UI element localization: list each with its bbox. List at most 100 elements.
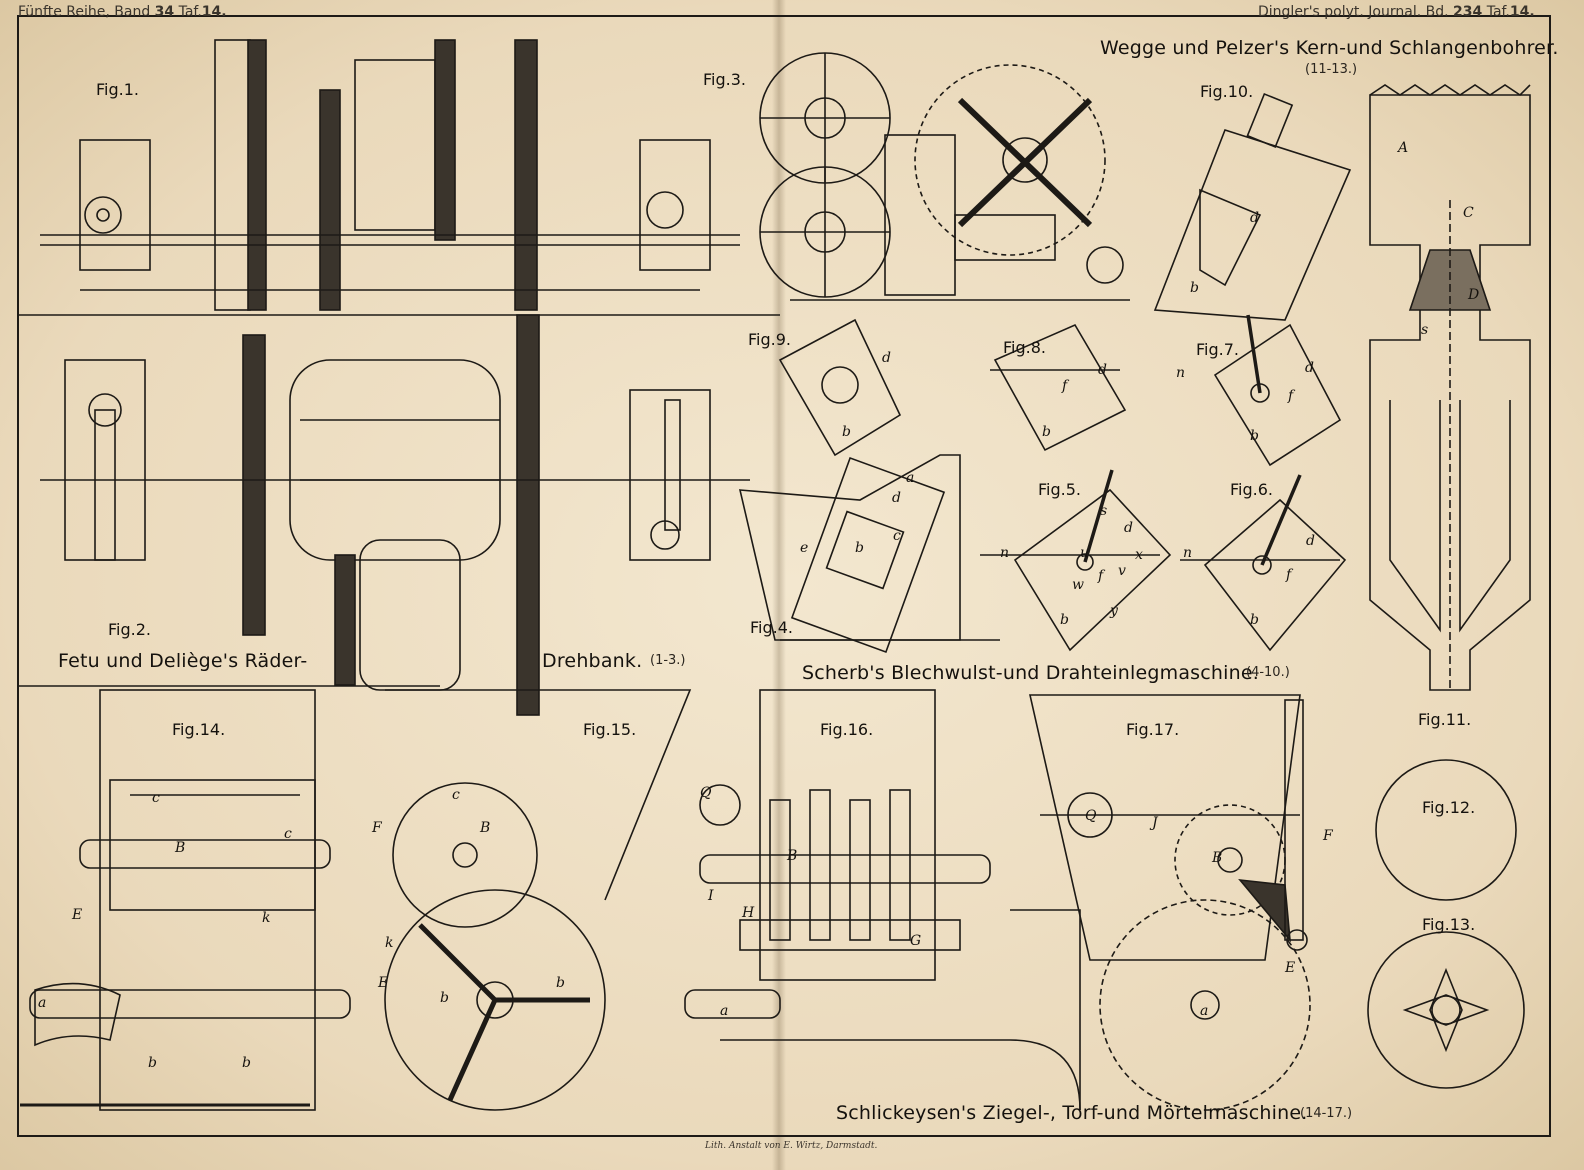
fig1-label: Fig.1. [96,80,139,99]
label-I-fig16: I [708,888,714,904]
label-n-fig7: n [1176,365,1186,381]
fig11-label: Fig.11. [1418,710,1472,729]
label-F-fig17: F [1323,828,1333,844]
label-c2-fig14: c [284,826,292,842]
label-x-fig5: x [1135,547,1143,563]
label-u-fig5: u [1080,545,1090,561]
label-f-fig5: f [1098,568,1104,584]
label-a-fig16: a [720,1003,729,1019]
left-taf-label: Taf. [178,4,202,20]
label-w-fig5: w [1072,577,1084,593]
fig15-drawing [384,689,692,1111]
label-d-fig4: d [892,490,901,506]
fig11-drawing [1369,84,1531,691]
left-band-number: 34 [154,4,175,20]
label-f-fig8: f [1062,378,1068,394]
fig12-13-drawings [1367,759,1525,1089]
fig3-label: Fig.3. [703,70,746,89]
page-fold [772,0,786,1170]
label-b-fig7: b [1250,428,1259,444]
journal-label: Dingler's polyt. Journal. Bd. [1258,4,1449,20]
label-d-fig9: d [882,350,891,366]
label-b-fig9: b [842,424,851,440]
label-k-fig14: k [262,910,271,926]
fig4-label: Fig.4. [750,618,793,637]
label-B-fig17: B [1212,850,1223,866]
fig6-label: Fig.6. [1230,480,1273,499]
label-F-fig15: F [372,820,382,836]
label-b2-fig15: b [556,975,565,991]
title-scherb: Scherb's Blechwulst-und Drahteinlegmasch… [802,662,1260,684]
lithograph-imprint: Lith. Anstalt von E. Wirtz, Darmstadt. [705,1141,878,1151]
label-C: C [1463,205,1474,221]
title-schlickeysen: Schlickeysen's Ziegel-, Torf-und Mörtelm… [836,1102,1308,1124]
fig4-drawing [738,454,1000,654]
label-E-fig17: E [1285,960,1296,976]
label-a-fig14: a [38,995,47,1011]
label-f-fig7: f [1288,388,1294,404]
fig2-drawing [40,314,750,716]
fig14-label: Fig.14. [172,720,226,739]
title-drehbank: Drehbank. [542,650,643,672]
label-f-fig6: f [1286,567,1292,583]
range-scherb: (4-10.) [1246,665,1290,680]
label-b-fig6: b [1250,612,1259,628]
range-drehbank: (1-3.) [650,653,686,668]
label-b-fig10: b [1190,280,1199,296]
label-d-fig7: d [1305,360,1314,376]
fig17-drawing [1028,694,1311,1111]
title-fetu: Fetu und Deliège's Räder- [58,650,308,672]
label-E-fig14: E [72,907,83,923]
label-b2-fig14: b [242,1055,251,1071]
label-y-fig5: y [1110,603,1118,619]
label-c-fig14: c [152,790,160,806]
right-taf-number: 14. [1509,4,1535,20]
label-d-fig8: d [1098,362,1107,378]
fig14-drawing [20,689,351,1111]
title-wegge: Wegge und Pelzer's Kern-und Schlangenboh… [1100,37,1559,59]
label-E-fig15: E [378,975,389,991]
fig15-label: Fig.15. [583,720,637,739]
fig16-drawing [684,689,1081,1111]
fig5-9-drawings [778,314,1347,652]
label-J-fig17: J [1152,815,1158,831]
label-k-fig15: k [385,935,394,951]
fig13-label: Fig.13. [1422,915,1476,934]
range-schlickeysen: (14-17.) [1300,1106,1353,1121]
label-n-fig5: n [1000,545,1010,561]
label-s-fig11: s [1421,322,1429,338]
fig3-drawing [759,52,1130,301]
label-B-fig14: B [175,840,186,856]
right-page-header: Dingler's polyt. Journal. Bd. 234 Taf.14… [1258,4,1535,20]
fig5-label: Fig.5. [1038,480,1081,499]
label-b-fig5: b [1060,612,1069,628]
range-wegge: (11-13.) [1305,62,1358,77]
label-b-fig14: b [148,1055,157,1071]
label-G-fig16: G [910,933,922,949]
label-c-fig15: c [452,787,460,803]
left-series-label: Fünfte Reihe, Band [18,4,151,20]
fig17-label: Fig.17. [1126,720,1180,739]
label-d-fig5: d [1124,520,1133,536]
fig7-label: Fig.7. [1196,340,1239,359]
label-n-fig6: n [1183,545,1193,561]
fig10-drawing [1153,92,1352,321]
label-Q-fig16: Q [700,785,712,801]
label-c-fig4: c [893,528,901,544]
fig2-label: Fig.2. [108,620,151,639]
label-a-fig4: a [906,470,915,486]
label-e-fig4: e [800,540,809,556]
fig1-drawing [40,39,740,311]
label-b-fig15: b [440,990,449,1006]
label-b-fig4: b [855,540,864,556]
label-v-fig5: v [1118,563,1126,579]
fig10-label: Fig.10. [1200,82,1254,101]
fig12-label: Fig.12. [1422,798,1476,817]
label-A: A [1398,140,1409,156]
label-d-fig10: d [1250,210,1259,226]
fig16-label: Fig.16. [820,720,874,739]
fig8-label: Fig.8. [1003,338,1046,357]
label-B-fig16: B [787,848,798,864]
left-page-header: Fünfte Reihe, Band 34 Taf.14. [18,4,227,20]
